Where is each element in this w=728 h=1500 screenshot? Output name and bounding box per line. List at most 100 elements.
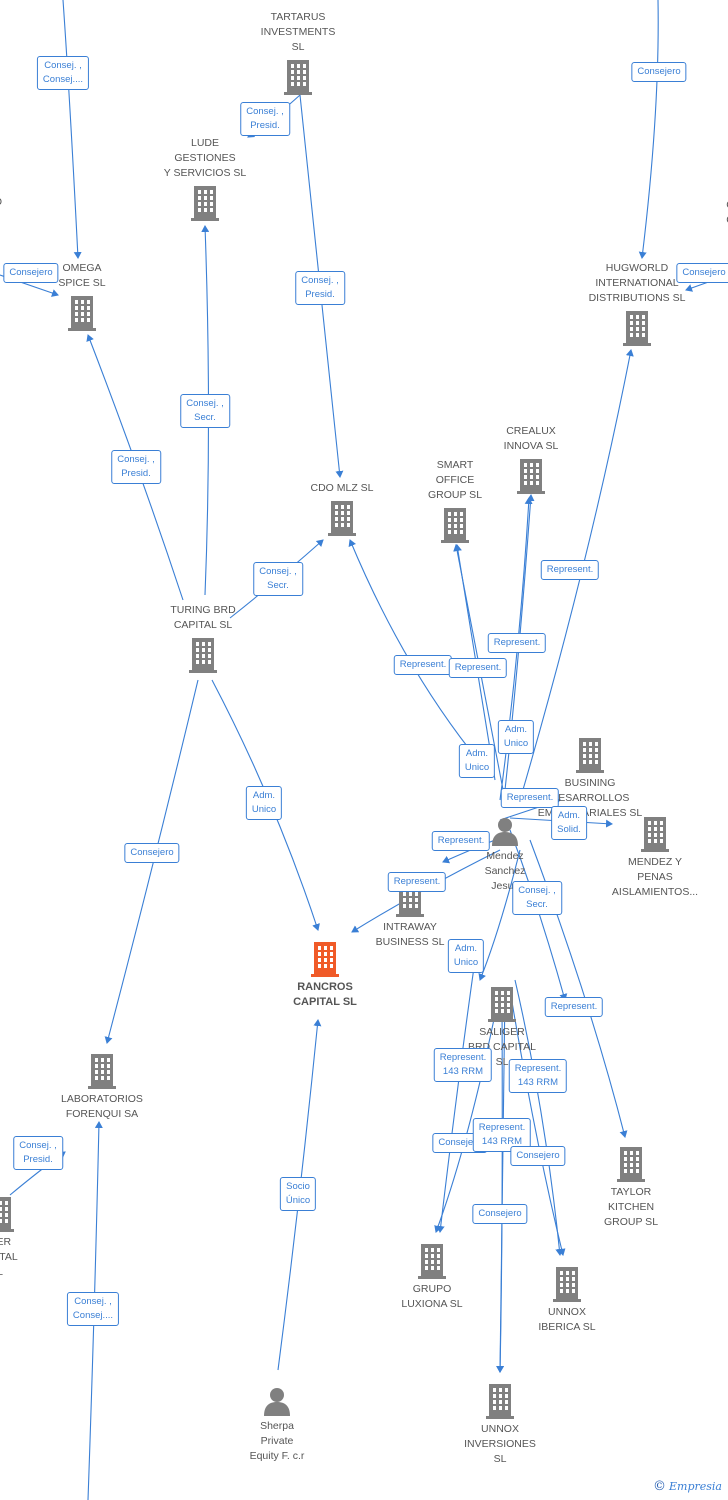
edge-label-e3[interactable]: Consejero [631,62,687,82]
node-lude[interactable]: LUDE GESTIONES Y SERVICIOS SL [145,136,265,222]
building-icon [187,636,219,674]
building-icon [416,1242,448,1280]
node-mendezpenas[interactable]: MENDEZ Y PENAS AISLAMIENTOS... [595,815,715,900]
building-icon [551,1265,583,1303]
node-label: INTRAWAY BUSINESS SL [375,921,445,948]
edge-label-e1[interactable]: Consej. , Consej.... [36,56,90,90]
edge-label-e19[interactable]: Represent. [387,872,447,892]
node-turing[interactable]: TURING BRD CAPITAL SL [143,603,263,674]
node-mendez[interactable]: Mendez Sanchez Jesus [445,815,565,894]
edge-label-e33[interactable]: Consej. , Consej.... [66,1292,120,1326]
building-icon [282,58,314,96]
edge-label-e29[interactable]: Consejero [510,1146,566,1166]
edge-label-e32[interactable]: Consej. , Presid. [13,1136,63,1170]
person-icon [261,1385,293,1417]
node-laboratorios[interactable]: LABORATORIOS FORENQUI SA [42,1052,162,1122]
node-rancros[interactable]: RANCROS CAPITAL SL [265,940,385,1010]
node-label: UNNOX INVERSIONES SL [464,1423,536,1465]
edge-label-e21[interactable]: Adm. Unico [245,786,283,820]
edge-label-e25[interactable]: Represent. 143 RRM [433,1048,493,1082]
edge-label-e14[interactable]: Adm. Unico [497,720,535,754]
node-label: HUGWORLD INTERNATIONAL DISTRIBUTIONS SL [588,262,686,304]
edge-label-e23[interactable]: Adm. Unico [447,939,485,973]
edge-label-e7[interactable]: Consej. , Secr. [180,394,230,428]
edge-label-e4[interactable]: Consejero [3,263,59,283]
building-icon [66,294,98,332]
node-tartarus[interactable]: TARTARUS INVESTMENTS SL [238,10,358,96]
edge-line [638,0,659,259]
edge-label-e30[interactable]: Consejero [472,1204,528,1224]
edge-label-e2[interactable]: Consej. , Presid. [240,102,290,136]
edge-label-e9[interactable]: Consej. , Secr. [253,562,303,596]
node-label: TAYLOR KITCHEN GROUP SL [603,1186,659,1228]
building-icon [484,1382,516,1420]
building-icon [439,506,471,544]
node-rightcut[interactable]: C C [670,198,728,228]
node-luxiona[interactable]: GRUPO LUXIONA SL [372,1242,492,1312]
copyright-symbol: © [653,1479,666,1494]
building-icon [486,985,518,1023]
edge-line [434,989,501,1233]
building-icon [189,184,221,222]
node-busining[interactable]: BUSINING DESARROLLOS EMPRESARIALES SL [530,736,650,821]
node-unnoxiberica[interactable]: UNNOX IBERICA SL [507,1265,627,1335]
node-label: LABORATORIOS FORENQUI SA [61,1093,143,1120]
edge-label-e17[interactable]: Adm. Solid. [551,806,587,840]
node-leftcut2[interactable]: O .. [0,195,58,225]
node-label: UNNOX IBERICA SL [538,1306,596,1333]
node-cdo[interactable]: CDO MLZ SL [282,481,402,537]
node-hugworld[interactable]: HUGWORLD INTERNATIONAL DISTRIBUTIONS SL [577,261,697,347]
building-icon [615,1145,647,1183]
node-omega[interactable]: OMEGA SPICE SL [22,261,142,332]
building-icon [0,1195,16,1233]
edge-line [478,849,521,981]
edge-line [436,959,476,1233]
node-label: TURING BRD CAPITAL SL [170,604,236,631]
node-label: LUDE GESTIONES Y SERVICIOS SL [163,137,247,179]
node-label: HER APITAL L [0,1236,18,1278]
edge-label-e15[interactable]: Adm. Unico [458,744,496,778]
edge-label-e26[interactable]: Represent. 143 RRM [508,1059,568,1093]
node-leftcut[interactable]: HER APITAL L [0,1195,60,1280]
node-label: GRUPO LUXIONA SL [401,1283,463,1310]
building-icon [621,309,653,347]
node-label: Mendez Sanchez Jesus [484,850,526,892]
building-icon [309,940,341,978]
node-label: SMART OFFICE GROUP SL [427,459,483,501]
person-icon [489,815,521,847]
building-icon [515,457,547,495]
edge-label-e24[interactable]: Represent. [544,997,604,1017]
edge-label-e5[interactable]: Consejero [676,263,728,283]
building-icon [86,1052,118,1090]
edge-label-e11[interactable]: Represent. [448,658,508,678]
node-label: C C [670,198,728,228]
edge-label-e13[interactable]: Represent. [540,560,600,580]
edge-label-e12[interactable]: Represent. [487,633,547,653]
edge-label-e6[interactable]: Consej. , Presid. [295,271,345,305]
node-smart[interactable]: SMART OFFICE GROUP SL [395,458,515,544]
node-label: OMEGA SPICE SL [58,262,106,289]
edge-label-e18[interactable]: Represent. [431,831,491,851]
edge-label-e22[interactable]: Consejero [124,843,180,863]
edge-label-e10[interactable]: Represent. [393,655,453,675]
edge-line [348,539,471,751]
edge-label-e31[interactable]: Socio Único [279,1177,317,1211]
building-icon [639,815,671,853]
edge-label-e16[interactable]: Represent. [500,788,560,808]
building-icon [574,736,606,774]
edge-label-e20[interactable]: Consej. , Secr. [512,881,562,915]
node-label: MENDEZ Y PENAS AISLAMIENTOS... [611,856,699,898]
node-label: Sherpa Private Equity F. c.r [249,1420,305,1462]
node-unnoxinv[interactable]: UNNOX INVERSIONES SL [440,1382,560,1467]
edge-label-e8[interactable]: Consej. , Presid. [111,450,161,484]
brand-name: Empresia [669,1480,722,1493]
node-sherpa[interactable]: Sherpa Private Equity F. c.r [217,1385,337,1464]
node-label: RANCROS CAPITAL SL [293,981,357,1008]
node-crealux[interactable]: CREALUX INNOVA SL [471,424,591,495]
edge-line [509,989,566,1256]
node-label: CREALUX INNOVA SL [503,425,559,452]
brand-watermark: ©Empresia [653,1479,722,1494]
node-label: CDO MLZ SL [310,482,374,494]
node-taylor[interactable]: TAYLOR KITCHEN GROUP SL [571,1145,691,1230]
